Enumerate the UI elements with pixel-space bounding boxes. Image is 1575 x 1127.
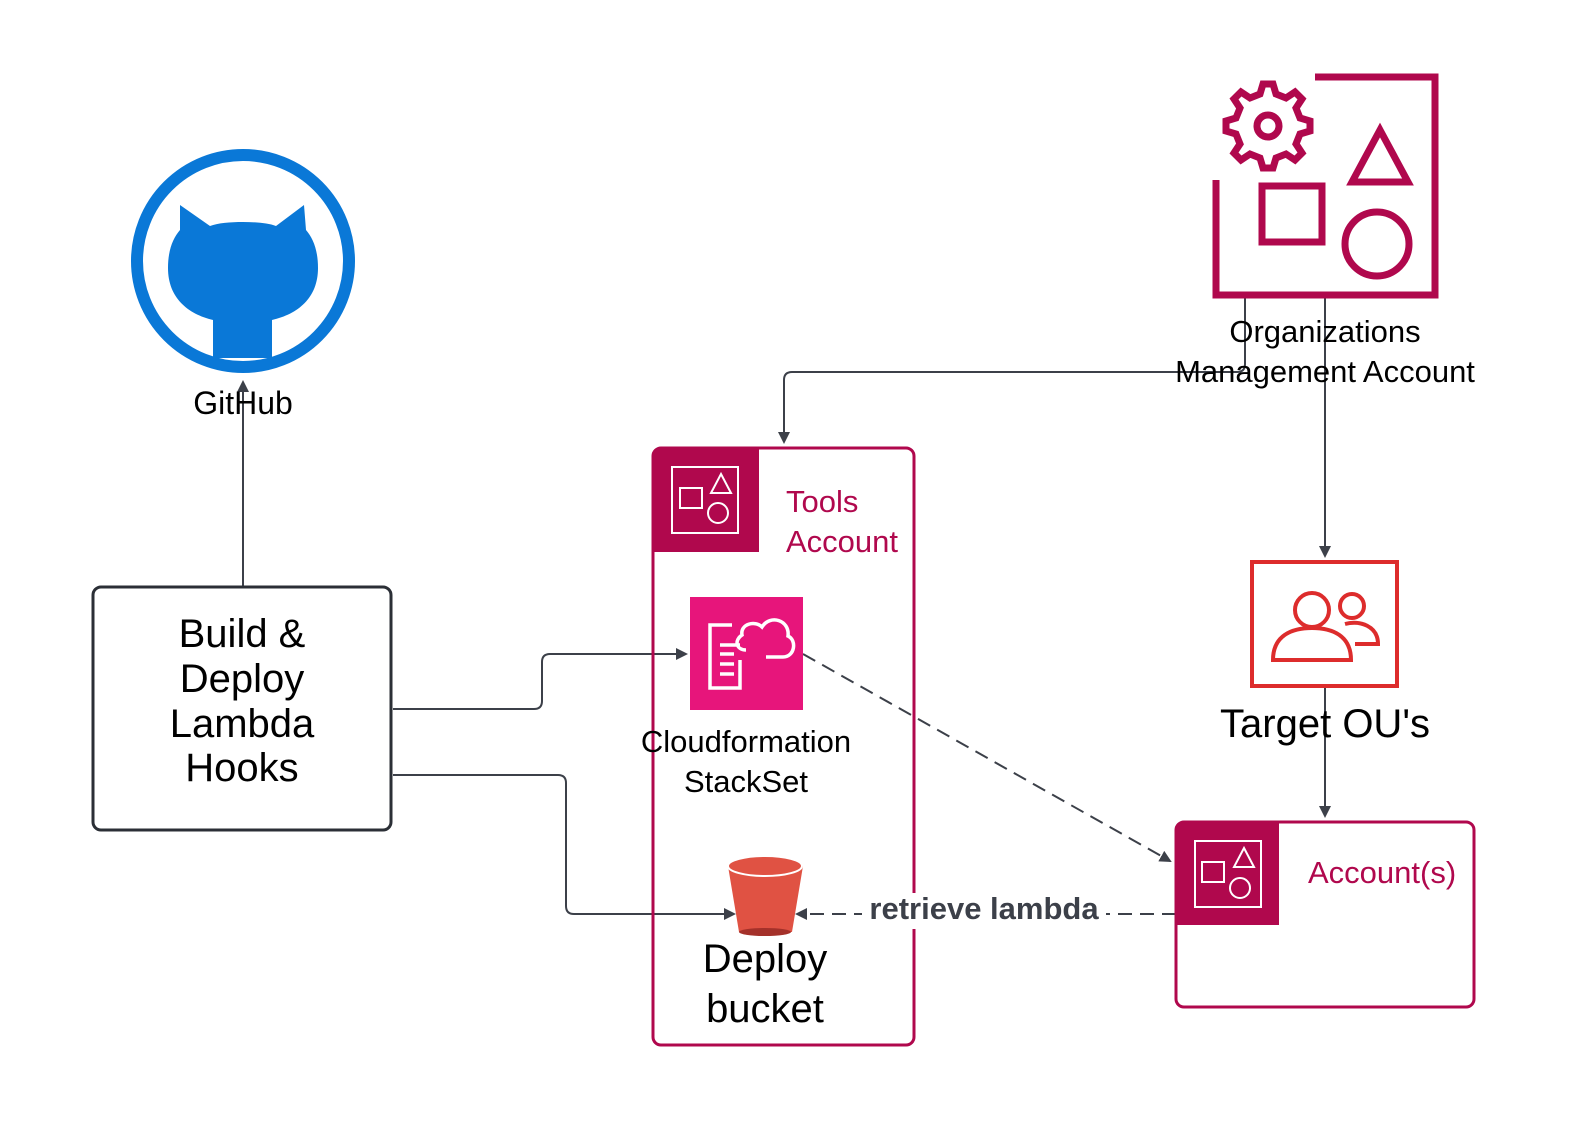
accounts-label: Account(s): [1308, 855, 1457, 890]
edge-build-to-stackset: [393, 648, 688, 710]
tools-account-label: Tools Account: [786, 482, 916, 563]
org-mgmt-line-2: Management Account: [1175, 354, 1475, 390]
stackset-line-2: StackSet: [683, 764, 809, 800]
org-mgmt-label: Organizations Management Account: [1150, 312, 1500, 393]
build-deploy-box: [91, 585, 393, 832]
retrieve-lambda-label: retrieve lambda: [869, 891, 1099, 926]
accounts-icon: [1194, 840, 1262, 908]
s3-bucket-icon: [727, 855, 803, 936]
stackset-line-1: Cloudformation: [640, 724, 852, 759]
build-deploy-line-4: Hooks: [185, 746, 299, 791]
stackset-label: Cloudformation StackSet: [616, 722, 876, 803]
edge-build-to-bucket: [393, 774, 736, 920]
cloudformation-icon: [690, 597, 803, 710]
tools-account-line-2: Account: [786, 524, 899, 560]
deploy-bucket-label: Deploy bucket: [665, 934, 865, 1034]
accounts-group: [1174, 820, 1476, 1009]
github-label: GitHub: [193, 385, 293, 421]
build-deploy-line-1: Build &: [178, 612, 306, 656]
build-deploy-label: Build & Deploy Lambda Hooks: [93, 612, 391, 791]
build-deploy-line-3: Lambda: [169, 701, 315, 746]
deploy-bucket-line-2: bucket: [706, 987, 824, 1031]
edge-stackset-to-accounts: [802, 653, 1172, 862]
edge-org-to-tools: [778, 298, 1246, 444]
organizational-unit-icon: [1250, 560, 1399, 688]
tools-account-line-1: Tools: [786, 484, 859, 519]
tools-account-group: [651, 446, 916, 1047]
deploy-bucket-line-1: Deploy: [702, 937, 828, 981]
org-mgmt-line-1: Organizations: [1229, 314, 1421, 349]
target-ous-label: Target OU's: [1220, 702, 1430, 746]
retrieve-label-backing: [862, 893, 1106, 929]
tools-account-icon: [671, 466, 739, 534]
github-icon: [131, 149, 355, 373]
build-deploy-line-2: Deploy: [179, 656, 305, 701]
organizations-icon: [1212, 73, 1439, 299]
